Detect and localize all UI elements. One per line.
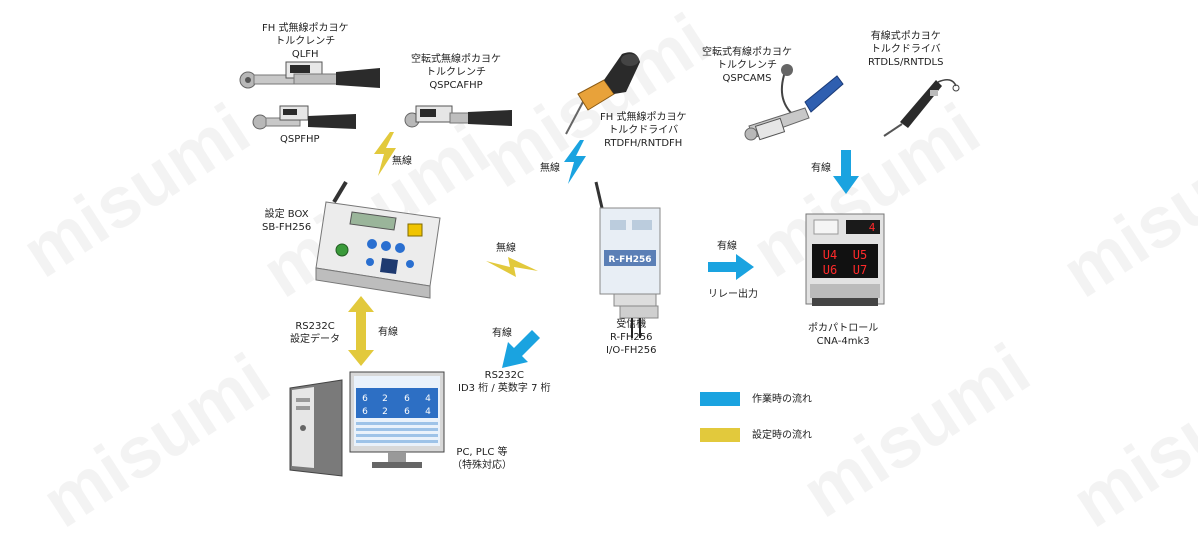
rtdls-label: 有線式ポカヨケ トルクドライバ RTDLS/RNTDLS	[868, 30, 943, 69]
wireless-bolt-icon	[486, 257, 538, 277]
flow-label-wireless: 無線	[392, 156, 412, 167]
label-line: CNA-4mk3	[816, 336, 870, 347]
flow-label-relay-output: リレー出力	[708, 289, 758, 300]
legend-label-operation: 作業時の流れ	[752, 394, 812, 405]
flow-label-wired: 有線	[492, 328, 512, 339]
label-line: （特殊対応）	[452, 460, 512, 471]
pc-screen-digit: 4	[425, 407, 431, 417]
flow-label-wireless: 無線	[540, 163, 560, 174]
label-line: トルクドライバ	[608, 125, 679, 136]
label-line: FH 式無線ポカヨケ	[600, 112, 687, 123]
label-line: トルクレンチ	[275, 36, 336, 47]
flow-label-wired: 有線	[811, 163, 831, 174]
label-line: 空転式有線ポカヨケ	[702, 47, 792, 58]
label-line: I/O-FH256	[606, 345, 657, 356]
legend-swatch-setting	[700, 428, 740, 442]
pc-screen-digit: 6	[362, 407, 368, 417]
pc-screen-digit: 4	[425, 394, 431, 404]
pc-screen-digit: 6	[404, 407, 410, 417]
label-line: ID3 桁 / 英数字 7 桁	[458, 383, 551, 394]
qlfh-label: FH 式無線ポカヨケ トルクレンチ QLFH	[262, 22, 348, 61]
arrow-down-icon	[833, 150, 859, 194]
label-line: RTDLS/RNTDLS	[868, 57, 944, 68]
label-line: RS232C	[484, 370, 524, 381]
legend-swatch-operation	[700, 392, 740, 406]
pc-label: PC, PLC 等 （特殊対応）	[452, 446, 512, 472]
qspfhp-label: QSPFHP	[280, 133, 320, 146]
pc-screen-digit: 2	[382, 407, 388, 417]
rtdls-driver-image	[883, 79, 960, 137]
label-line: 空転式無線ポカヨケ	[411, 54, 501, 65]
watermark: misumi	[1048, 108, 1198, 314]
pokapatrol-top-digit: 4	[869, 221, 876, 234]
pokapatrol-label: ポカパトロール CNA-4mk3	[808, 322, 878, 348]
watermark: misumi	[8, 88, 264, 294]
flow-label-wireless: 無線	[496, 243, 516, 254]
label-line: R-FH256	[609, 332, 653, 343]
label-line: RS232C	[295, 321, 335, 332]
rtdfh-driver-image	[565, 52, 640, 135]
label-line: 設定データ	[290, 334, 340, 345]
label-line: 有線式ポカヨケ	[870, 31, 941, 42]
arrow-updown-icon	[348, 296, 374, 366]
label-line: トルクレンチ	[426, 67, 486, 78]
arrow-down-left-icon	[502, 330, 540, 368]
receiver-image: R-FH256	[594, 181, 661, 338]
label-line: ポカパトロール	[808, 323, 879, 334]
arrow-right-icon	[708, 254, 754, 280]
legend-label-setting: 設定時の流れ	[752, 430, 812, 441]
receiver-label: 受信機 R-FH256 I/O-FH256	[606, 318, 656, 357]
flow-label-wired: 有線	[717, 241, 737, 252]
qspcafhp-label: 空転式無線ポカヨケ トルクレンチ QSPCAFHP	[411, 53, 501, 92]
label-line: 受信機	[616, 319, 647, 330]
label-line: FH 式無線ポカヨケ	[262, 23, 349, 34]
pokapatrol-display-2: U5	[853, 248, 867, 262]
pc-screen-digit: 2	[382, 394, 388, 404]
qspfhp-wrench-image	[252, 105, 356, 130]
label-line: トルクドライバ	[870, 44, 941, 55]
qspcafhp-wrench-image	[404, 105, 512, 128]
pc-screen-digit: 6	[404, 394, 410, 404]
setting-box-image	[315, 180, 441, 299]
label-line: SB-FH256	[262, 222, 312, 233]
label-line: QLFH	[291, 49, 319, 60]
pc-image: 6 2 6 4 6 2 6 4	[289, 371, 445, 477]
watermark: misumi	[788, 328, 1044, 534]
flow-label-rs232c-setting: RS232C 設定データ	[290, 320, 340, 346]
watermark: misumi	[28, 338, 284, 544]
setting-box-label: 設定 BOX SB-FH256	[262, 208, 311, 234]
watermark: misumi	[1058, 338, 1198, 544]
receiver-panel-text: R-FH256	[608, 255, 651, 265]
label-line: QSPFHP	[280, 134, 320, 145]
pokapatrol-display-1: U4	[823, 248, 837, 262]
pokapatrol-display-4: U7	[853, 263, 867, 277]
label-line: PC, PLC 等	[456, 447, 508, 458]
pokapatrol-image: 4 U4 U5 U6 U7	[805, 213, 885, 306]
wireless-bolt-icon	[374, 132, 396, 176]
qspcams-wrench-image	[744, 64, 844, 141]
label-line: 設定 BOX	[264, 209, 309, 220]
flow-label-rs232c-id: RS232C ID3 桁 / 英数字 7 桁	[458, 369, 551, 395]
wireless-bolt-icon	[564, 140, 586, 184]
qspcams-label: 空転式有線ポカヨケ トルクレンチ QSPCAMS	[702, 46, 792, 85]
label-line: RTDFH/RNTDFH	[604, 138, 683, 149]
flow-label-wired: 有線	[378, 327, 398, 338]
qlfh-wrench-image	[239, 61, 380, 89]
rtdfh-label: FH 式無線ポカヨケ トルクドライバ RTDFH/RNTDFH	[600, 111, 686, 150]
pc-screen-digit: 6	[362, 394, 368, 404]
pokapatrol-display-3: U6	[823, 263, 837, 277]
label-line: QSPCAMS	[722, 73, 772, 84]
label-line: トルクレンチ	[717, 60, 777, 71]
label-line: QSPCAFHP	[429, 80, 483, 91]
